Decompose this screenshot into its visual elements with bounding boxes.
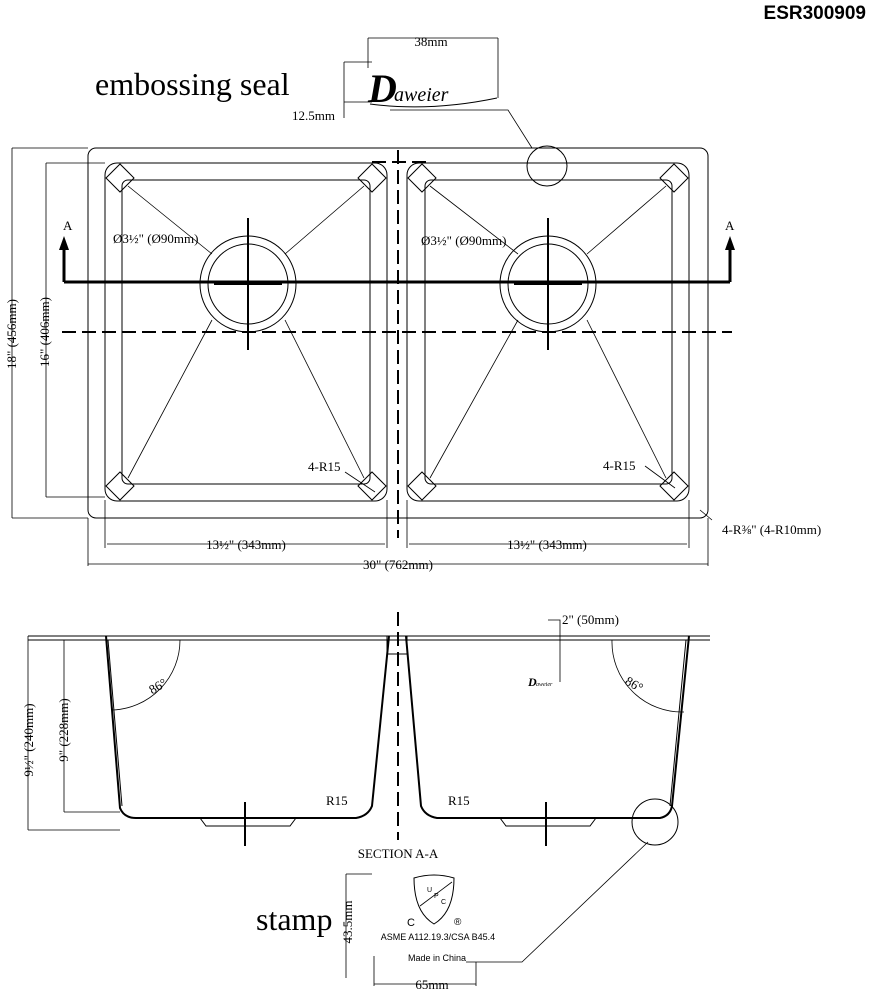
section-radius-left: R15	[326, 793, 348, 808]
stamp-label: stamp	[256, 901, 332, 937]
overall-width-dim: 30" (762mm)	[363, 557, 433, 572]
stamp-origin-text: Made in China	[408, 953, 466, 963]
drain-size-left: Ø3½" (Ø90mm)	[113, 231, 198, 246]
stamp-cert-text: ASME A112.19.3/CSA B45.4	[381, 932, 495, 942]
svg-text:D: D	[527, 675, 537, 689]
model-number: ESR300909	[764, 3, 866, 24]
bowl-width-right-dim: 13½" (343mm)	[507, 537, 587, 552]
svg-text:D: D	[367, 66, 397, 111]
bowl-depth-dim: 16" (406mm)	[37, 297, 52, 367]
drain-size-right: Ø3½" (Ø90mm)	[421, 233, 506, 248]
corner-radius-right: 4-R15	[603, 458, 636, 473]
upc-letter-p: P	[434, 893, 439, 900]
angle-left: 86°	[146, 675, 169, 697]
section-marker-left: A	[63, 218, 73, 233]
section-marker-right: A	[725, 218, 735, 233]
overall-height-dim: 9½" (240mm)	[21, 703, 36, 776]
corner-radius-left: 4-R15	[308, 459, 341, 474]
embossing-seal-label: embossing seal	[95, 66, 290, 102]
stamp-width-dim: 65mm	[415, 977, 448, 992]
bowl-width-left-dim: 13½" (343mm)	[206, 537, 286, 552]
outer-corner-radius: 4-R⅜" (4-R10mm)	[722, 522, 821, 537]
upc-shield-icon	[413, 874, 455, 925]
section-small-logo: D aweier	[527, 675, 553, 689]
plan-dimension-lines	[11, 147, 709, 566]
upc-letter-u: U	[427, 887, 432, 894]
stamp-c-mark: C	[407, 917, 415, 929]
stamp-height-dim: 43.5mm	[340, 901, 355, 944]
stamp-dimension-lines	[345, 873, 477, 986]
svg-text:aweier: aweier	[394, 84, 449, 106]
seal-height-dim: 12.5mm	[292, 108, 335, 123]
upc-letter-c: C	[441, 899, 446, 906]
seal-dimension-lines	[343, 37, 568, 187]
section-view	[27, 612, 710, 963]
seal-logo: D aweier	[367, 66, 498, 111]
bowl-height-dim: 9" (228mm)	[56, 698, 71, 761]
seal-width-dim: 38mm	[414, 34, 447, 49]
svg-text:aweier: aweier	[536, 682, 553, 688]
stamp-r-mark: ®	[454, 917, 462, 928]
plan-view	[59, 147, 735, 538]
flange-dim: 2" (50mm)	[562, 612, 619, 627]
section-radius-right: R15	[448, 793, 470, 808]
angle-right: 86°	[623, 673, 646, 695]
overall-depth-dim: 18" (456mm)	[4, 299, 19, 369]
section-a-a-label: SECTION A-A	[358, 846, 439, 861]
